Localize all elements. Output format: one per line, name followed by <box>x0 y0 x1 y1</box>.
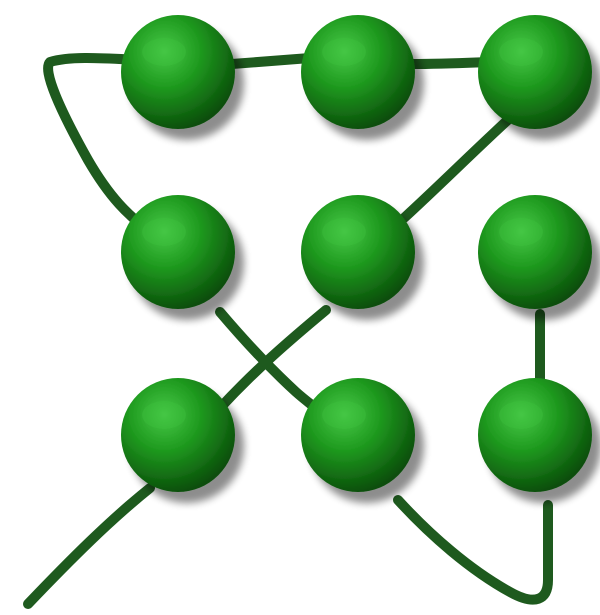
pattern-dot-highlight <box>499 218 543 246</box>
pattern-dot[interactable] <box>301 378 415 492</box>
pattern-dot-highlight <box>322 38 366 66</box>
pattern-dot-highlight <box>142 38 186 66</box>
pattern-dot[interactable] <box>478 378 592 492</box>
pattern-dot-circle <box>301 195 415 309</box>
pattern-dot[interactable] <box>121 15 235 129</box>
pattern-dot-circle <box>478 195 592 309</box>
pattern-dot[interactable] <box>301 15 415 129</box>
pattern-dot-highlight <box>142 401 186 429</box>
pattern-dot-highlight <box>142 218 186 246</box>
pattern-dot-highlight <box>322 218 366 246</box>
pattern-path <box>28 58 548 604</box>
pattern-dot-circle <box>301 378 415 492</box>
pattern-dot[interactable] <box>478 195 592 309</box>
pattern-dot[interactable] <box>301 195 415 309</box>
pattern-stroke-line <box>398 500 548 600</box>
pattern-stroke-line <box>404 118 510 218</box>
pattern-dot[interactable] <box>478 15 592 129</box>
pattern-dot-circle <box>478 378 592 492</box>
pattern-dot-highlight <box>322 401 366 429</box>
pattern-dot-circle <box>121 378 235 492</box>
pattern-dot-circle <box>478 15 592 129</box>
pattern-dot-highlight <box>499 38 543 66</box>
pattern-dot-circle <box>301 15 415 129</box>
pattern-dot-circle <box>121 15 235 129</box>
pattern-dot-highlight <box>499 401 543 429</box>
pattern-stroke-line <box>28 488 150 604</box>
pattern-stroke-line <box>232 58 310 64</box>
pattern-dot[interactable] <box>121 195 235 309</box>
pattern-dot-circle <box>121 195 235 309</box>
pattern-stroke-line <box>412 62 488 64</box>
pattern-dot[interactable] <box>121 378 235 492</box>
dot-grid <box>121 15 592 492</box>
